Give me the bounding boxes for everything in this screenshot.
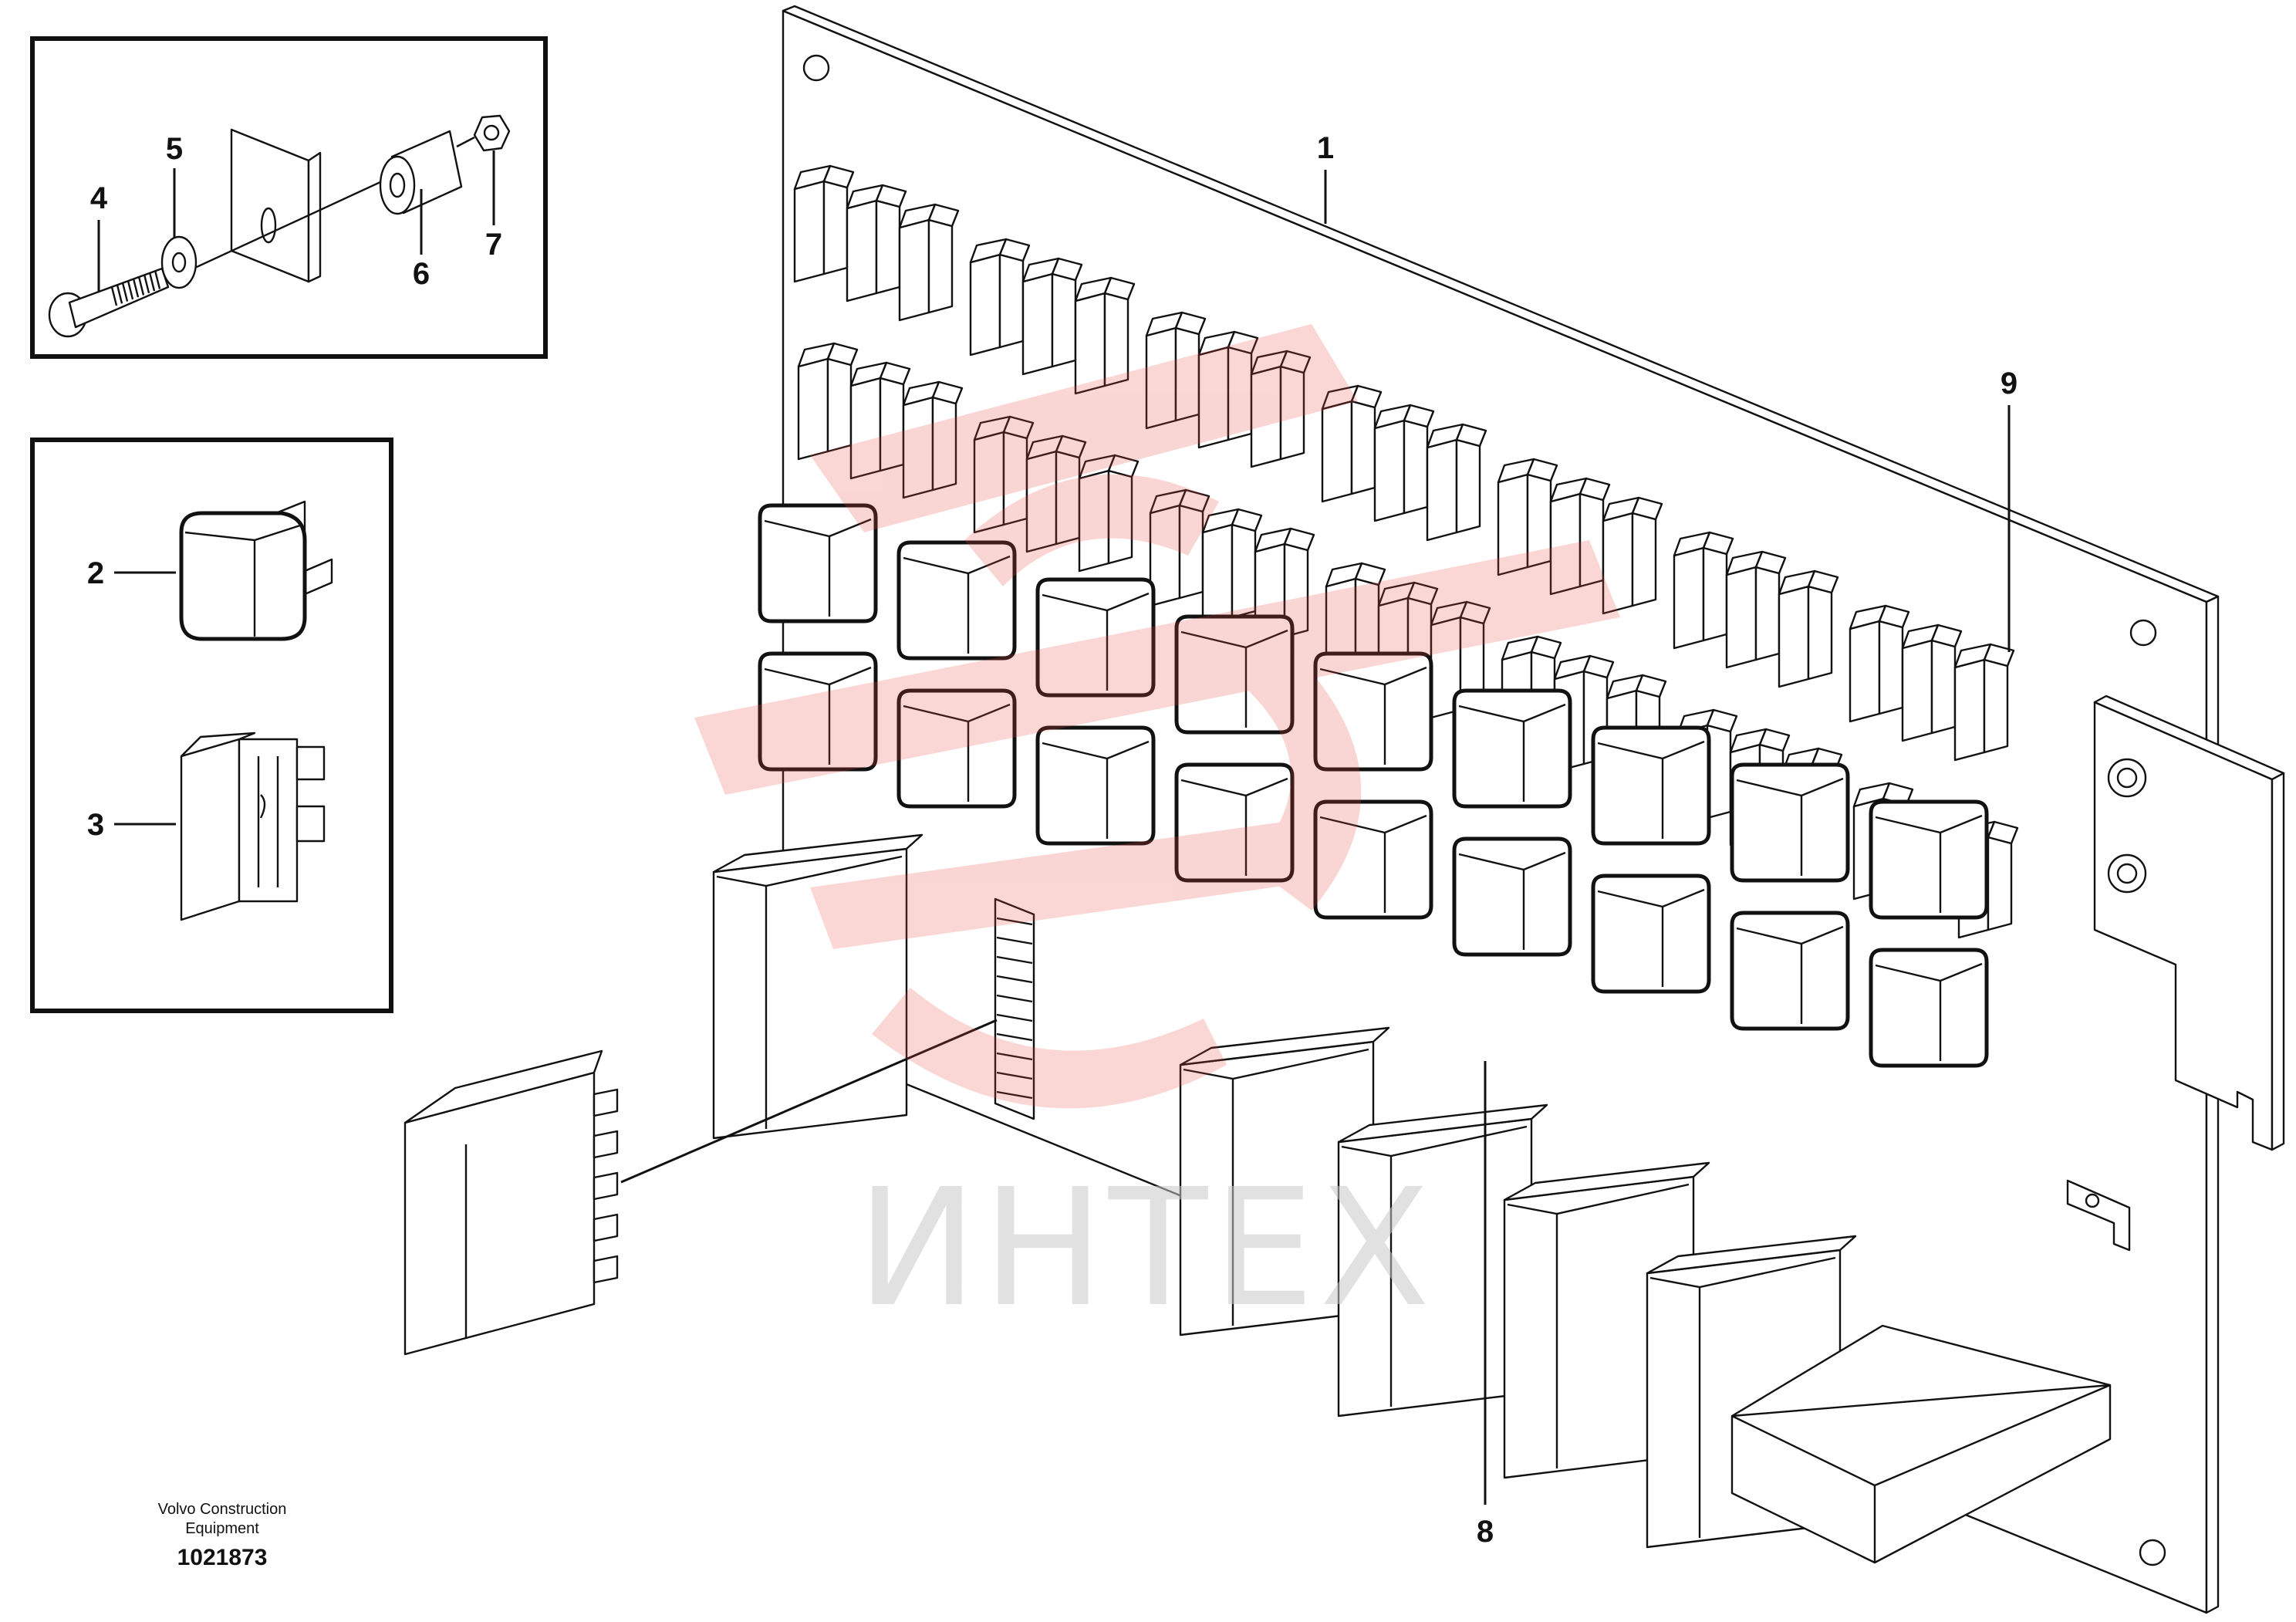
blade-fuse — [969, 238, 1031, 357]
blade-fuse — [1074, 276, 1136, 395]
blade-fuse — [793, 164, 855, 283]
component-inset — [30, 438, 393, 1013]
spacer-icon — [379, 130, 463, 215]
mounting-bracket — [2093, 694, 2285, 1151]
relay — [1730, 911, 1850, 1031]
blade-fuse — [973, 415, 1035, 534]
blade-fuse — [849, 361, 911, 480]
callouts: 1 9 8 2 3 4 5 6 7 — [87, 131, 2017, 1549]
plug-connector — [403, 1019, 998, 1356]
blade-fuse — [1197, 330, 1259, 449]
relay — [758, 503, 878, 623]
blade-fuse — [1250, 350, 1312, 468]
control-module — [1337, 1103, 1548, 1418]
callout-6: 6 — [413, 257, 430, 291]
callout-5: 5 — [166, 132, 183, 166]
relay — [1035, 577, 1156, 698]
blade-fuse — [1778, 569, 1839, 688]
blade-fuse — [1430, 600, 1491, 719]
relay — [896, 540, 1017, 661]
watermark: ИНТЕХ — [694, 324, 1620, 1343]
flat-module — [1730, 1324, 2112, 1564]
relay — [896, 688, 1017, 809]
watermark-logo-icon — [694, 324, 1620, 1109]
connector-strip — [994, 897, 1035, 1120]
relay-array — [758, 503, 1989, 1068]
credit-line-2: Equipment — [185, 1520, 259, 1537]
blade-fuse — [797, 342, 859, 461]
relay — [1313, 651, 1433, 772]
hardware-inset — [30, 36, 548, 359]
watermark-text: ИНТЕХ — [856, 1154, 1435, 1343]
bolt-icon — [48, 267, 170, 338]
relay-icon — [179, 500, 333, 641]
washer-icon — [160, 235, 198, 289]
mount-hole-icon — [2129, 619, 2157, 647]
mount-hole-icon — [2139, 1539, 2166, 1566]
callout-8: 8 — [1477, 1515, 1494, 1549]
blade-fuse — [1549, 477, 1611, 596]
callout-3: 3 — [87, 808, 104, 842]
blade-fuse — [1373, 404, 1435, 522]
plug-lead-line — [620, 1019, 998, 1184]
blade-fuse — [1149, 488, 1210, 607]
leader-lines — [97, 150, 2011, 1505]
control-module — [1503, 1161, 1710, 1479]
callout-7: 7 — [485, 228, 502, 262]
mount-hole-icon — [802, 54, 830, 82]
blade-fuse — [1321, 384, 1383, 503]
blade-fuse — [1078, 454, 1140, 573]
blade-fuse — [1145, 311, 1207, 430]
relay — [758, 651, 878, 772]
blade-fuse — [1953, 643, 2015, 762]
relay — [1869, 948, 1989, 1068]
blade-fuse — [898, 203, 960, 322]
relay — [1174, 762, 1295, 883]
relay — [1313, 799, 1433, 920]
relay — [1452, 688, 1572, 809]
nut-icon — [2107, 853, 2147, 894]
relay — [1591, 874, 1711, 994]
board-clip — [2066, 1179, 2131, 1252]
fuse-icon — [180, 732, 326, 921]
callout-4: 4 — [90, 181, 108, 215]
relay — [1591, 725, 1711, 846]
relay — [1730, 762, 1850, 883]
blade-fuse — [846, 184, 907, 302]
blade-fuse — [902, 380, 964, 499]
nut-icon — [456, 114, 511, 152]
blade-fuse — [1025, 434, 1087, 553]
relay — [1869, 799, 1989, 920]
module-array — [712, 833, 2112, 1564]
relay — [1174, 614, 1295, 735]
blade-fuse — [1673, 531, 1734, 650]
blade-fuse — [1901, 623, 1963, 742]
blade-fuse — [1725, 550, 1787, 669]
relay — [1452, 836, 1572, 957]
blade-fuse — [1426, 423, 1487, 542]
blade-fuse — [1497, 458, 1558, 576]
callout-2: 2 — [87, 556, 104, 590]
blade-fuse — [1849, 604, 1910, 723]
blade-fuse — [1021, 257, 1083, 376]
document-number: 1021873 — [177, 1545, 268, 1570]
control-module — [712, 833, 923, 1140]
credit-line-1: Volvo Construction — [158, 1501, 287, 1518]
callout-9: 9 — [2001, 367, 2017, 400]
blade-fuse — [1602, 496, 1663, 615]
document-credit: Volvo Construction Equipment 1021873 — [158, 1501, 287, 1570]
nut-icon — [2107, 758, 2147, 798]
relay — [1035, 725, 1156, 846]
callout-1: 1 — [1317, 131, 1334, 165]
